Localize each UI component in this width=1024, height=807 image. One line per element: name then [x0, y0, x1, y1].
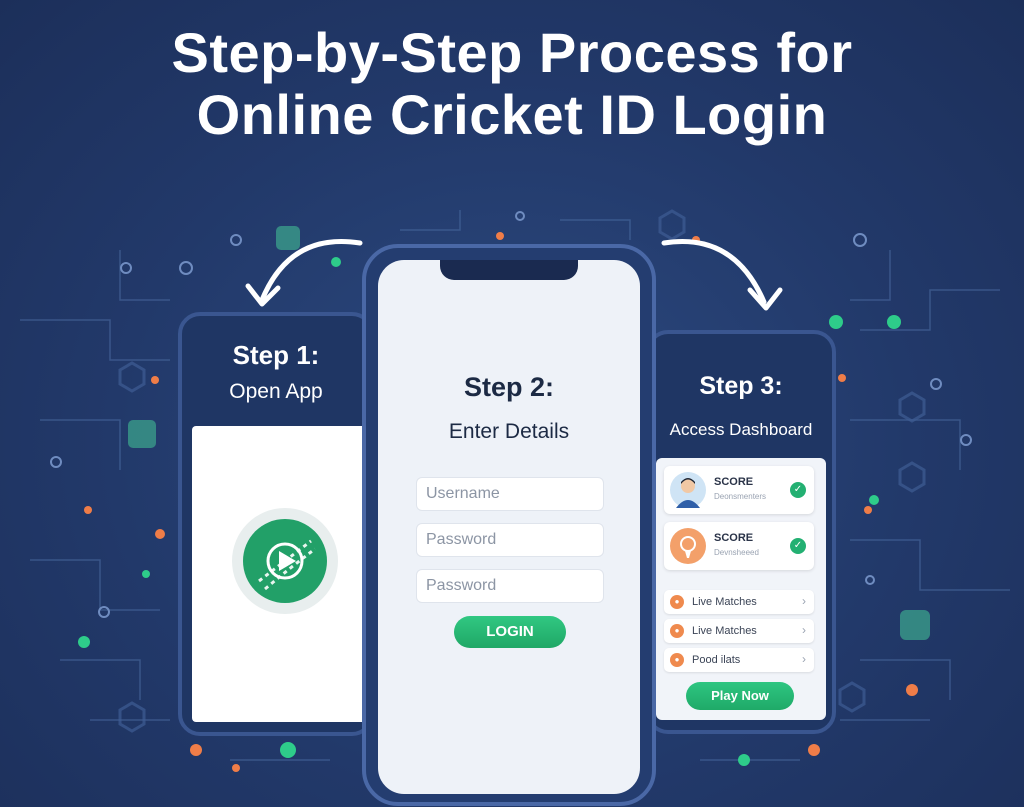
list-item-label: Live Matches	[692, 625, 757, 637]
arrow-right-icon	[661, 239, 767, 305]
play-now-button[interactable]: Play Now	[686, 682, 794, 710]
step1-screen	[192, 426, 368, 722]
chevron-right-icon: ›	[802, 594, 806, 608]
list-item[interactable]: ● Pood ilats ›	[664, 648, 814, 672]
score-sub: Devnsheeed	[714, 548, 759, 557]
username-field[interactable]: Username	[416, 477, 604, 511]
score-card[interactable]: SCORE Devnsheeed ✓	[664, 522, 814, 570]
avatar	[670, 528, 706, 564]
arrow-left-icon	[259, 239, 363, 303]
play-icon	[258, 539, 316, 591]
phone-notch	[440, 260, 578, 280]
password-confirm-field[interactable]: Password	[416, 569, 604, 603]
cricket-ball-icon	[243, 519, 327, 603]
score-sub: Deonsmenters	[714, 492, 767, 501]
dashboard-screen: SCORE Deonsmenters ✓ SCORE Devnsheeed ✓ …	[656, 458, 826, 720]
score-card[interactable]: SCORE Deonsmenters ✓	[664, 466, 814, 514]
check-icon: ✓	[790, 482, 806, 498]
ball-icon: ●	[670, 653, 684, 667]
check-icon: ✓	[790, 538, 806, 554]
list-item[interactable]: ● Live Matches ›	[664, 619, 814, 643]
step3-subtitle: Access Dashboard	[669, 420, 813, 439]
ball-icon: ●	[670, 624, 684, 638]
avatar	[670, 472, 706, 508]
step2-subtitle: Enter Details	[448, 420, 570, 443]
title-line-1: Step-by-Step Process for	[171, 21, 853, 84]
score-label: SCORE	[714, 532, 754, 544]
chevron-right-icon: ›	[802, 623, 806, 637]
step1-title: Step 1:	[232, 340, 320, 370]
list-item-label: Pood ilats	[692, 654, 741, 666]
chevron-right-icon: ›	[802, 652, 806, 666]
trophy-icon	[680, 536, 696, 558]
list-item[interactable]: ● Live Matches ›	[664, 590, 814, 614]
step1-phone: Step 1: Open App	[178, 312, 374, 736]
ball-icon: ●	[670, 595, 684, 609]
list-item-label: Live Matches	[692, 596, 757, 608]
step2-title: Step 2:	[463, 372, 555, 402]
step2-phone: Step 2: Enter Details Username Password …	[362, 244, 656, 806]
page-title: Step-by-Step Process for Online Cricket …	[0, 22, 1024, 146]
step3-phone: Step 3: Access Dashboard SCORE Deonsment…	[646, 330, 836, 734]
step3-title: Step 3:	[699, 372, 783, 400]
login-screen: Step 2: Enter Details Username Password …	[378, 260, 640, 794]
title-line-2: Online Cricket ID Login	[196, 83, 828, 146]
user-icon	[676, 478, 700, 508]
app-logo[interactable]	[232, 508, 338, 614]
step1-subtitle: Open App	[229, 380, 323, 403]
login-button[interactable]: LOGIN	[454, 616, 566, 648]
score-label: SCORE	[714, 476, 754, 488]
password-field[interactable]: Password	[416, 523, 604, 557]
